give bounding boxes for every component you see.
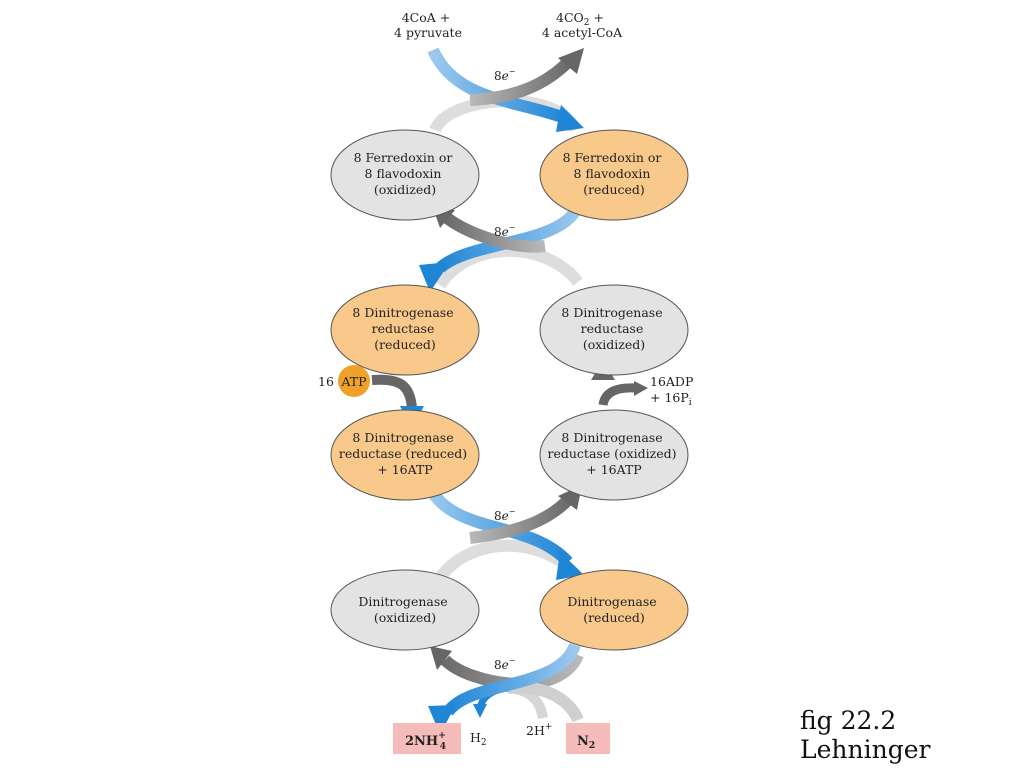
ferredoxin-oxidized-node: 8 Ferredoxin or 8 flavodoxin (oxidized)	[330, 129, 480, 221]
svg-text:Dinitrogenase (oxidized): Dinitrogenase (oxidized)	[358, 594, 451, 625]
arrowhead	[634, 381, 648, 396]
cycle-reductase	[424, 484, 584, 582]
cycle-top	[427, 47, 584, 133]
dinitrogenase-reduced-node: Dinitrogenase (reduced)	[539, 569, 689, 651]
arrowhead	[556, 552, 584, 580]
electron-label: 8e−	[494, 507, 515, 523]
h2-text: H2	[470, 730, 487, 748]
svg-text:8 Ferredoxin or 8 flavod: 8 Ferredoxin or 8 flavodoxin (reduced)	[563, 150, 666, 197]
electron-label: 8e−	[494, 67, 515, 83]
co2-text: 4CO2 +	[556, 10, 604, 28]
adp-label: 16ADP + 16Pi	[650, 374, 697, 408]
dinitrogenase-oxidized-node: Dinitrogenase (oxidized)	[330, 569, 480, 651]
dinitrogenase-electron-arrow	[443, 642, 581, 716]
reductase-reduced-atp-node: 8 Dinitrogenase reductase (reduced) + 16…	[330, 409, 480, 501]
n2-reactant: N2	[566, 723, 610, 754]
reductase-return-arrow	[469, 495, 573, 544]
arrowhead	[430, 646, 452, 670]
figure-caption: fig 22.2 Lehninger	[800, 706, 931, 764]
product-box	[393, 723, 461, 754]
atp-label: ATP	[340, 374, 366, 389]
reductase-electron-arrow	[424, 484, 573, 567]
atp-count: 16	[318, 374, 334, 389]
proton-text: 2H+	[526, 722, 552, 738]
atp-circle	[338, 365, 370, 397]
svg-text:8 Dinitrogenase reductas: 8 Dinitrogenase reductase (reduced) + 16…	[339, 430, 471, 477]
reactant-box	[566, 723, 610, 754]
cycle-background-arc	[435, 244, 583, 289]
adp-output-arrow	[598, 383, 637, 407]
svg-text:8 Dinitrogenase reductas: 8 Dinitrogenase reductase (oxidized) + 1…	[548, 430, 681, 477]
nh4-product: 2NH+4	[393, 723, 461, 754]
reductase-oxidized-node: 8 Dinitrogenase reductase (oxidized)	[539, 284, 689, 376]
acetyl-coa-arrow	[469, 57, 573, 106]
atp-badge: 16 ATP	[318, 365, 370, 397]
ferredoxin-return-arrow	[443, 213, 546, 253]
arrowhead	[558, 48, 584, 74]
reductase-reduced-node: 8 Dinitrogenase reductase (reduced)	[330, 284, 480, 376]
arrowhead	[473, 704, 487, 718]
ferredoxin-reduced-node: 8 Ferredoxin or 8 flavodoxin (reduced)	[539, 129, 689, 221]
output-label: 4CO2 + 4 acetyl-CoA	[542, 10, 623, 40]
n2-text: N2	[577, 734, 595, 751]
nh4-text: 2NH+4	[405, 731, 446, 752]
svg-text:8 Dinitrogenase reductas: 8 Dinitrogenase reductase (reduced)	[352, 305, 457, 352]
svg-text:Dinitrogenase (reduced): Dinitrogenase (reduced)	[567, 594, 660, 625]
svg-text:8 Dinitrogenase reductas: 8 Dinitrogenase reductase (oxidized)	[561, 305, 666, 352]
arrowhead	[419, 262, 450, 292]
cycle-dinitrogenase	[428, 642, 584, 734]
svg-text:8 Ferredoxin or 8 flavod: 8 Ferredoxin or 8 flavodoxin (oxidized)	[354, 150, 457, 197]
electron-label: 8e−	[494, 223, 515, 239]
arrowhead	[428, 705, 456, 734]
electron-label: 8e−	[494, 656, 515, 672]
cycle-ferredoxin	[419, 202, 584, 292]
input-label: 4CoA + 4 pyruvate	[394, 10, 462, 40]
reductase-oxidized-atp-node: 8 Dinitrogenase reductase (oxidized) + 1…	[539, 409, 689, 501]
arrowhead	[556, 105, 584, 132]
